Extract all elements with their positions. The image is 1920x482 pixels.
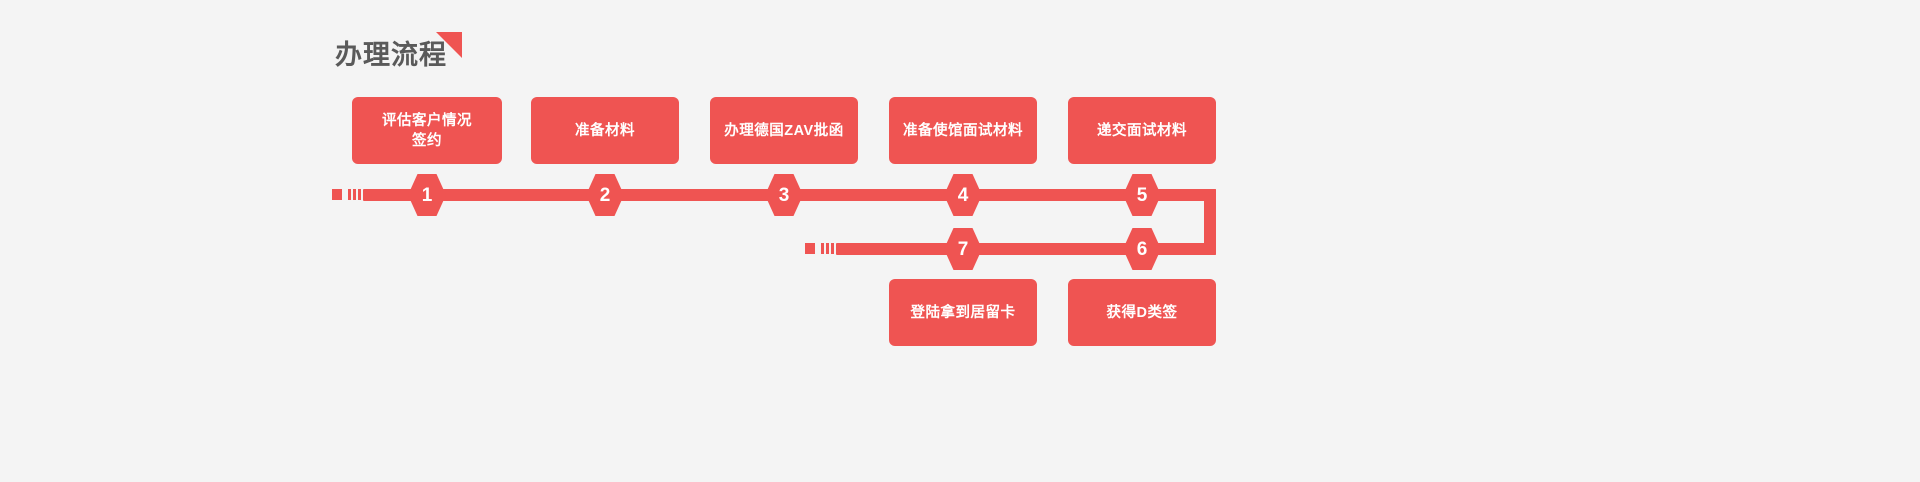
process-step-box-4[interactable]: 准备使馆面试材料 (889, 97, 1037, 164)
connector-vertical (1204, 189, 1216, 255)
track-start-dash-top-1 (348, 189, 351, 200)
process-step-box-2[interactable]: 准备材料 (531, 97, 679, 164)
step-number-7: 7 (957, 238, 969, 260)
process-step-box-3[interactable]: 办理德国ZAV批函 (710, 97, 858, 164)
step-number-3: 3 (778, 184, 790, 206)
step-number-5: 5 (1136, 184, 1148, 206)
process-step-label-5: 递交面试材料 (1097, 122, 1187, 139)
step-marker-6[interactable]: 6 (1123, 228, 1161, 270)
process-step-label-7: 登陆拿到居留卡 (910, 304, 1016, 321)
step-marker-1[interactable]: 1 (408, 174, 446, 216)
process-step-label-6: 获得D类签 (1106, 304, 1178, 321)
step-number-4: 4 (957, 184, 969, 206)
timeline-track-bottom (836, 243, 1146, 255)
process-step-box-6[interactable]: 获得D类签 (1068, 279, 1216, 346)
process-step-box-5[interactable]: 递交面试材料 (1068, 97, 1216, 164)
track-start-square-bottom (805, 243, 815, 254)
step-number-2: 2 (599, 184, 611, 206)
step-number-1: 1 (421, 184, 433, 206)
corner-triangle-icon (436, 32, 462, 58)
step-number-6: 6 (1136, 238, 1148, 260)
process-step-label-2: 准备材料 (575, 122, 635, 139)
track-start-square-top (332, 189, 342, 200)
step-marker-7[interactable]: 7 (944, 228, 982, 270)
process-step-box-1[interactable]: 评估客户情况 签约 (352, 97, 502, 164)
section-header: 办理流程 (335, 32, 535, 76)
step-marker-5[interactable]: 5 (1123, 174, 1161, 216)
track-start-dash-top-2 (353, 189, 356, 200)
process-step-label-1: 评估客户情况 签约 (382, 112, 472, 149)
process-step-box-7[interactable]: 登陆拿到居留卡 (889, 279, 1037, 346)
step-marker-4[interactable]: 4 (944, 174, 982, 216)
process-step-label-3: 办理德国ZAV批函 (724, 122, 844, 139)
track-start-dash-bottom-2 (826, 243, 829, 254)
step-marker-3[interactable]: 3 (765, 174, 803, 216)
track-start-dash-top-3 (358, 189, 361, 200)
page-title: 办理流程 (335, 40, 447, 70)
step-marker-2[interactable]: 2 (586, 174, 624, 216)
track-start-dash-bottom-3 (831, 243, 834, 254)
track-start-dash-bottom-1 (821, 243, 824, 254)
process-step-label-4: 准备使馆面试材料 (903, 122, 1023, 139)
